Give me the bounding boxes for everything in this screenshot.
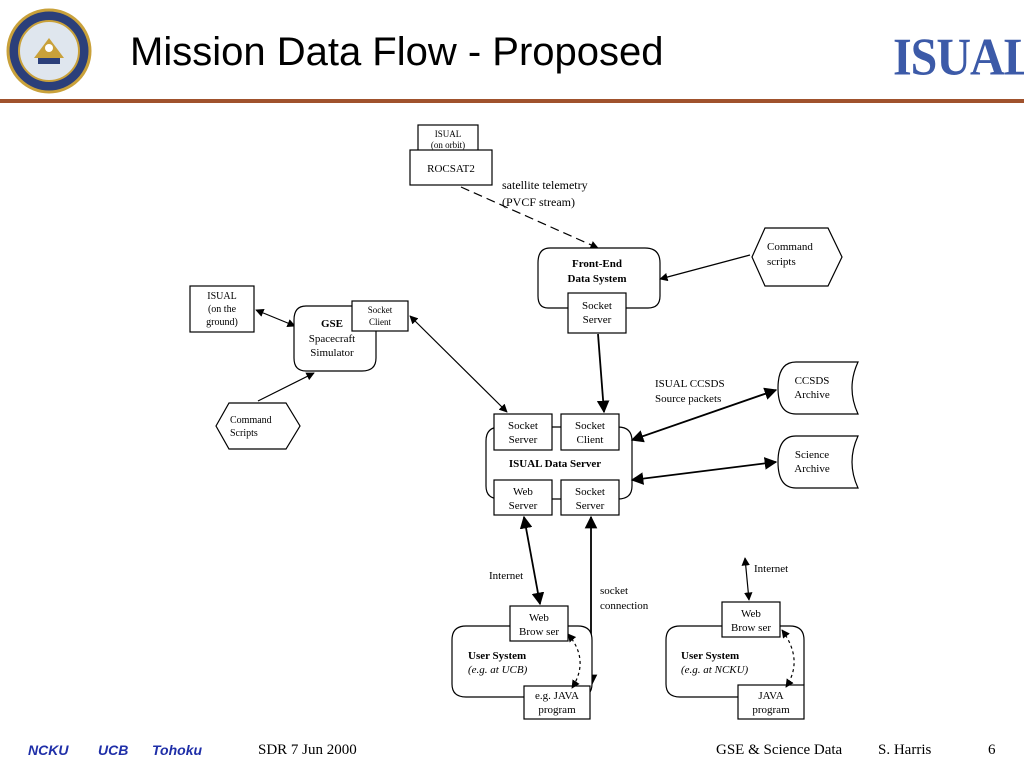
footer-ucb: UCB xyxy=(98,742,129,758)
svg-text:Web: Web xyxy=(741,608,761,620)
footer-event: SDR 7 Jun 2000 xyxy=(258,742,357,758)
command-to-frontend-arrow xyxy=(659,254,751,282)
front-end-socket-server: Socket Server xyxy=(567,292,627,334)
svg-text:Server: Server xyxy=(509,500,538,512)
svg-text:program: program xyxy=(752,704,790,716)
isual-on-ground-box: ISUAL (on the ground) xyxy=(189,285,255,333)
svg-text:ISUAL Data Server: ISUAL Data Server xyxy=(509,458,601,470)
svg-text:Source packets: Source packets xyxy=(655,393,721,405)
java-program-ncku: JAVA program xyxy=(737,684,805,720)
gse-socket-client: Socket Client xyxy=(351,300,409,332)
telemetry-arrow xyxy=(460,186,599,249)
web-browser-ncku: Web Brow ser xyxy=(721,601,781,638)
title-divider xyxy=(0,99,1024,103)
svg-text:program: program xyxy=(538,704,576,716)
ccsds-archive: CCSDS Archive xyxy=(777,361,859,415)
svg-text:Server: Server xyxy=(576,500,605,512)
svg-text:ROCSAT2: ROCSAT2 xyxy=(427,163,475,175)
svg-text:Socket: Socket xyxy=(368,305,393,315)
svg-text:Science: Science xyxy=(795,449,829,461)
svg-text:Command: Command xyxy=(230,415,272,426)
svg-text:Front-End: Front-End xyxy=(572,258,622,270)
internet-ucb-arrow xyxy=(519,515,545,606)
footer-tohoku: Tohoku xyxy=(152,742,203,758)
java-program-ucb: e.g. JAVA program xyxy=(523,685,591,720)
ds-socket-server-top: Socket Server xyxy=(493,413,553,451)
svg-text:ISUAL: ISUAL xyxy=(207,291,236,302)
svg-text:Command: Command xyxy=(767,241,813,253)
footer-topic: GSE & Science Data xyxy=(716,742,843,758)
svg-text:(on the: (on the xyxy=(208,304,237,315)
svg-text:scripts: scripts xyxy=(767,256,796,268)
svg-text:Socket: Socket xyxy=(575,486,605,498)
svg-text:(e.g. at UCB): (e.g. at UCB) xyxy=(468,664,528,676)
internet-label-right: Internet xyxy=(754,563,788,575)
ds-web-server: Web Server xyxy=(493,479,553,516)
svg-text:Data System: Data System xyxy=(568,273,627,285)
svg-text:Archive: Archive xyxy=(794,389,830,401)
ds-socket-client: Socket Client xyxy=(560,413,620,451)
footer-ncku: NCKU xyxy=(28,742,69,758)
svg-text:(PVCF stream): (PVCF stream) xyxy=(502,195,575,209)
university-seal-icon xyxy=(6,8,92,94)
svg-text:satellite telemetry: satellite telemetry xyxy=(502,178,588,192)
ccsds-source-packets-label: ISUAL CCSDS Source packets xyxy=(655,378,725,405)
svg-text:Scripts: Scripts xyxy=(230,428,258,439)
svg-text:User System: User System xyxy=(681,650,739,662)
svg-text:ground): ground) xyxy=(206,317,238,328)
page-number: 6 xyxy=(988,742,996,758)
svg-text:e.g. JAVA: e.g. JAVA xyxy=(535,690,579,702)
science-dataserver-arrow xyxy=(630,457,778,485)
satellite-telemetry-label: satellite telemetry (PVCF stream) xyxy=(502,178,588,209)
isual-on-orbit-box: ISUAL (on orbit) xyxy=(417,124,479,154)
gse-dataserver-arrow xyxy=(409,315,508,413)
browser-java-ncku-link xyxy=(781,629,795,688)
internet-ncku-arrow xyxy=(741,557,753,601)
command-to-gse-arrow xyxy=(257,372,315,402)
frontend-dataserver-arrow xyxy=(596,333,610,414)
svg-text:ISUAL: ISUAL xyxy=(435,129,462,139)
ds-socket-server-bottom: Socket Server xyxy=(560,479,620,516)
svg-text:Socket: Socket xyxy=(575,420,605,432)
svg-text:User System: User System xyxy=(468,650,526,662)
svg-text:Spacecraft: Spacecraft xyxy=(309,333,355,345)
footer-author: S. Harris xyxy=(878,742,932,758)
command-scripts-right: Command scripts xyxy=(751,227,843,287)
svg-text:Archive: Archive xyxy=(794,463,830,475)
svg-text:Socket: Socket xyxy=(508,420,538,432)
svg-text:Web: Web xyxy=(513,486,533,498)
isual-logo: ISUAL xyxy=(893,28,1024,87)
svg-text:Brow ser: Brow ser xyxy=(731,622,771,634)
svg-text:(e.g. at NCKU): (e.g. at NCKU) xyxy=(681,664,749,676)
web-browser-ucb: Web Brow ser xyxy=(509,605,569,642)
ground-gse-arrow xyxy=(255,308,296,328)
svg-text:Server: Server xyxy=(583,314,612,326)
ccsds-dataserver-arrow xyxy=(630,387,778,443)
svg-text:Client: Client xyxy=(577,434,604,446)
internet-label-left: Internet xyxy=(489,570,523,582)
svg-text:Client: Client xyxy=(369,317,391,327)
command-scripts-left: Command Scripts xyxy=(215,402,301,450)
svg-text:Web: Web xyxy=(529,612,549,624)
svg-text:JAVA: JAVA xyxy=(758,690,783,702)
svg-text:Simulator: Simulator xyxy=(310,347,354,359)
page-title: Mission Data Flow - Proposed xyxy=(130,30,664,74)
svg-text:Brow ser: Brow ser xyxy=(519,626,559,638)
user-system-ncku: User System (e.g. at NCKU) xyxy=(665,625,805,698)
socket-connection-label: socket connection xyxy=(600,585,649,612)
svg-text:connection: connection xyxy=(600,600,649,612)
svg-text:Socket: Socket xyxy=(582,300,612,312)
science-archive: Science Archive xyxy=(777,435,859,489)
svg-text:ISUAL CCSDS: ISUAL CCSDS xyxy=(655,378,725,390)
svg-text:socket: socket xyxy=(600,585,628,597)
svg-text:(on orbit): (on orbit) xyxy=(431,140,465,150)
svg-text:GSE: GSE xyxy=(321,318,343,330)
svg-text:CCSDS: CCSDS xyxy=(795,375,830,387)
rocsat2-box: ROCSAT2 xyxy=(409,149,493,186)
svg-text:Server: Server xyxy=(509,434,538,446)
